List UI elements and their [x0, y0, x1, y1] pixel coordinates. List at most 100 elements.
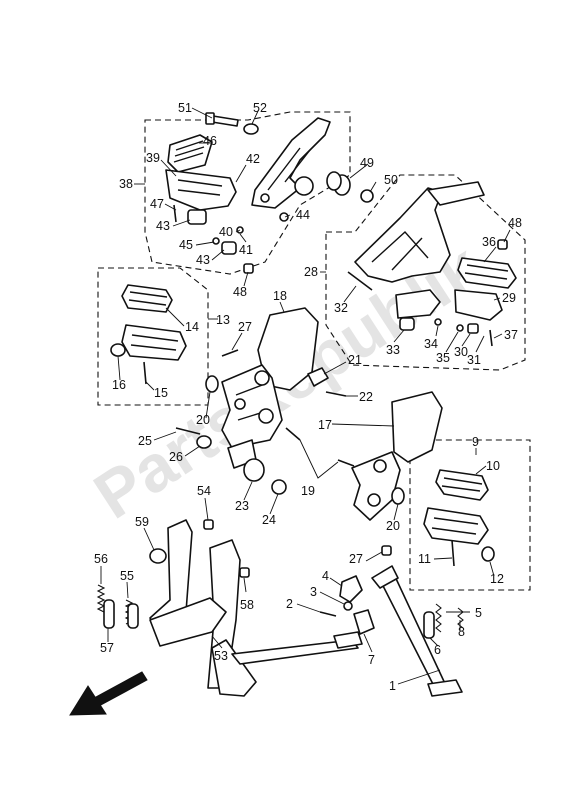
- callout-38: 38: [119, 177, 133, 191]
- bracket-4: [339, 575, 363, 603]
- lead-7: [363, 633, 373, 653]
- main-stand-crossbar: [149, 597, 227, 647]
- lead-26: [184, 445, 201, 457]
- callout-4: 4: [322, 569, 329, 583]
- footpeg-rubber-46: [167, 134, 213, 173]
- callout-42: 42: [246, 152, 260, 166]
- lead-20a: [205, 391, 211, 419]
- callout-47: 47: [150, 197, 164, 211]
- lead-44: [284, 214, 291, 218]
- lead-33: [393, 329, 405, 343]
- washer-50: [360, 189, 374, 203]
- callout-27b: 27: [349, 552, 363, 566]
- front-arrow-icon: [69, 671, 148, 716]
- callout-44: 44: [296, 208, 310, 222]
- lead-59: [143, 527, 155, 551]
- lead-15: [145, 381, 155, 391]
- bolt-22: [325, 391, 347, 397]
- lead-40: [235, 229, 241, 233]
- front-arrow-head: [69, 685, 107, 716]
- callout-29: 29: [502, 291, 516, 305]
- pad-12: [481, 546, 495, 562]
- guard-plate-17: [391, 391, 443, 463]
- callout-51: 51: [178, 101, 192, 115]
- callout-23: 23: [235, 499, 249, 513]
- spring-56: [96, 584, 106, 613]
- footpeg-rubber-10-ribs: [441, 477, 483, 492]
- leader-lines: [100, 107, 511, 685]
- lead-14: [165, 307, 185, 327]
- stopper-59: [149, 548, 167, 564]
- lead-19: [299, 439, 339, 479]
- bolt-47: [173, 204, 177, 223]
- callout-55: 55: [120, 569, 134, 583]
- callout-16: 16: [112, 378, 126, 392]
- lead-17: [331, 423, 395, 427]
- lead-11: [433, 557, 453, 560]
- pad-16: [110, 343, 126, 357]
- central-plates: [175, 307, 443, 556]
- callout-13: 13: [216, 313, 230, 327]
- callout-3: 3: [310, 585, 317, 599]
- callout-32: 32: [334, 301, 348, 315]
- lead-58: [243, 577, 247, 593]
- main-bracket: [221, 364, 283, 449]
- clip-21: [307, 367, 329, 387]
- callout-7: 7: [368, 653, 375, 667]
- washer-52: [243, 123, 259, 135]
- lead-29: [493, 297, 501, 301]
- main-stand-lever: [231, 639, 359, 665]
- right-bracket: [351, 451, 401, 521]
- lead-47: [164, 203, 177, 211]
- pin-34: [434, 318, 442, 326]
- block-30: [467, 323, 479, 334]
- callout-22: 22: [359, 390, 373, 404]
- callout-31: 31: [467, 353, 481, 367]
- lead-30: [461, 333, 471, 347]
- bolt-19a: [285, 427, 301, 441]
- callout-9: 9: [472, 435, 479, 449]
- callout-11: 11: [418, 552, 431, 566]
- right-bracket-hole-b: [367, 493, 381, 507]
- callout-10: 10: [486, 459, 500, 473]
- bolt-27a: [221, 349, 239, 357]
- lead-43b: [211, 249, 225, 261]
- footpeg-rubber-14: [121, 284, 173, 313]
- callout-36: 36: [482, 235, 496, 249]
- bracket-28-ribs: [371, 231, 429, 271]
- lead-10: [475, 465, 487, 475]
- callout-20b: 20: [386, 519, 400, 533]
- bolt-2: [319, 611, 337, 617]
- lead-18: [279, 301, 285, 313]
- bolt-51-head: [205, 112, 215, 125]
- callout-43b: 43: [196, 253, 210, 267]
- footrest-bracket-assembly-28: [347, 181, 517, 347]
- footpeg-13: [121, 324, 187, 361]
- nut-44: [279, 212, 289, 222]
- callout-41: 41: [239, 243, 253, 257]
- footpeg-holder-33: [395, 289, 441, 319]
- lead-42: [235, 164, 247, 183]
- bracket-hole-small: [260, 193, 270, 203]
- callout-14: 14: [185, 320, 199, 334]
- lead-41: [239, 233, 247, 243]
- callout-15: 15: [154, 386, 168, 400]
- group-38-outline: [144, 111, 351, 275]
- footpeg-rubber-ribs: [173, 140, 205, 163]
- lead-1: [397, 669, 441, 685]
- bolt-11: [451, 539, 455, 567]
- lead-49: [349, 163, 369, 179]
- spring-5: [435, 603, 442, 633]
- bolt-54: [203, 519, 214, 530]
- bracket-hole: [294, 176, 314, 196]
- washer-20b: [391, 487, 405, 505]
- bolt-48a: [243, 263, 254, 274]
- main-bracket-hole-a: [254, 370, 270, 386]
- lead-21: [323, 361, 347, 375]
- main-bracket-hole-b: [258, 408, 274, 424]
- callout-34: 34: [424, 337, 438, 351]
- main-bracket-hole-c: [234, 398, 246, 410]
- callout-33: 33: [386, 343, 400, 357]
